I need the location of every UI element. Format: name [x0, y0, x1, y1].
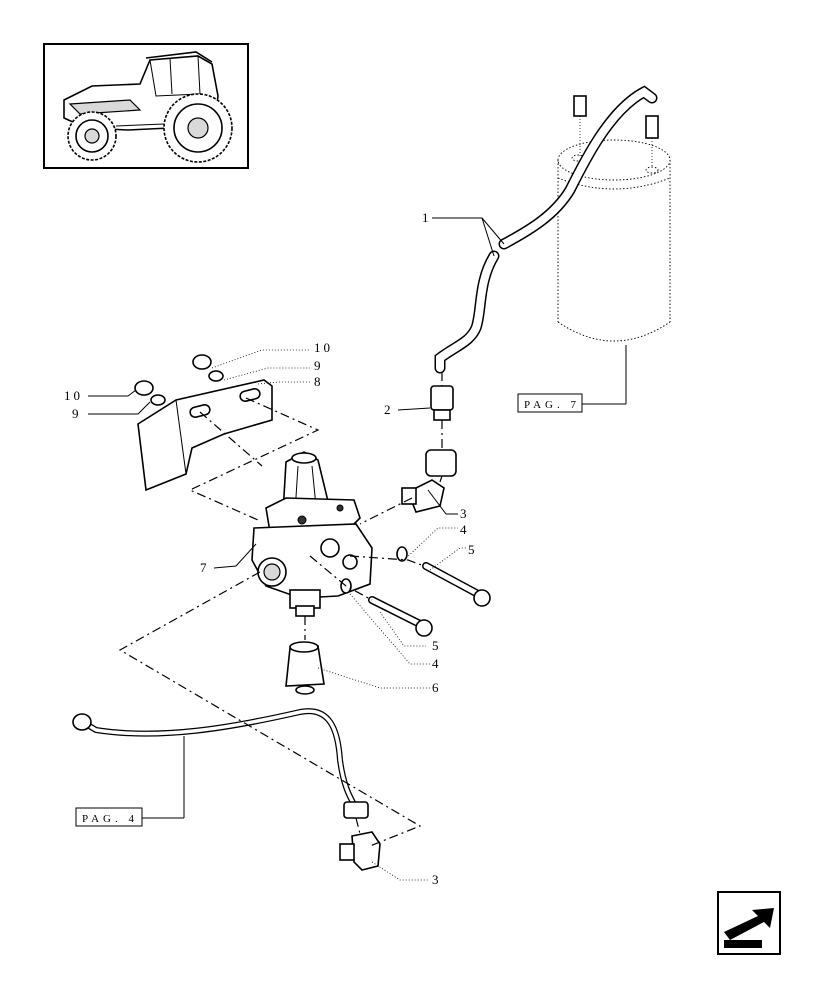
pressure-valve-7: [251, 451, 373, 640]
callout-4-lower: 4: [432, 656, 442, 671]
page-ref-top-label: PAG. 7: [524, 399, 580, 411]
air-tank: [557, 95, 671, 404]
callout-9-right: 9: [314, 358, 324, 373]
callout-3-top: 3: [460, 506, 470, 521]
bolt-5-lower: [368, 596, 433, 637]
callout-labels: 1 2 3 4 5 5 4 6 7 8 9 10 10 9 3: [64, 210, 478, 887]
fitting-2: [430, 372, 454, 450]
callout-1: 1: [422, 210, 432, 225]
elbow-fitting-3-bottom: [339, 801, 381, 871]
elbow-fitting-3-top: [401, 449, 457, 513]
washer-9-left: [150, 394, 166, 406]
callout-4-upper: 4: [460, 522, 470, 537]
page-ref-bottom-label: PAG. 4: [82, 813, 138, 825]
washer-9-right: [208, 370, 224, 382]
callout-8: 8: [314, 374, 324, 389]
callout-9-left: 9: [72, 406, 82, 421]
washer-4-upper: [396, 546, 408, 562]
callout-2: 2: [384, 402, 394, 417]
lower-pipe: [72, 708, 359, 818]
nut-10-left: [134, 380, 154, 396]
callout-7: 7: [200, 560, 210, 575]
callout-5-lower: 5: [432, 638, 442, 653]
callout-10-right: 10: [314, 340, 333, 355]
callout-10-left: 10: [64, 388, 83, 403]
mounting-bracket-8: [137, 379, 273, 492]
air-hose-1: [434, 85, 658, 374]
callout-6: 6: [432, 680, 442, 695]
callout-3-bottom: 3: [432, 872, 442, 887]
dust-cap-6: [285, 641, 325, 695]
callout-5-upper: 5: [468, 542, 478, 557]
page-ref-box-bottom[interactable]: PAG. 4: [75, 807, 184, 827]
bolt-5-upper: [422, 562, 491, 607]
nut-10-right: [192, 354, 212, 370]
leader-lines: [88, 217, 505, 881]
page-ref-box-top[interactable]: PAG. 7: [517, 393, 626, 413]
tractor-icon: [43, 43, 249, 169]
return-arrow-icon[interactable]: [717, 891, 781, 955]
assembly-lines: [118, 397, 425, 847]
